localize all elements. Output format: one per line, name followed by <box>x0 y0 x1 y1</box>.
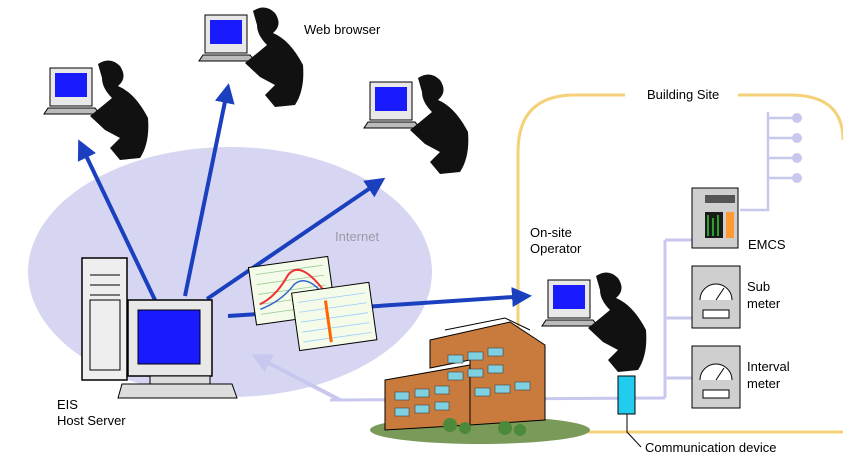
eis-label-1: EIS <box>57 397 78 412</box>
web-user-1 <box>43 60 149 160</box>
sensor-dot <box>792 113 802 123</box>
web-user-2 <box>198 7 304 108</box>
arrow-to-browser-1 <box>77 139 157 301</box>
building-site-label: Building Site <box>643 87 724 103</box>
data-return-arrow <box>251 354 341 402</box>
building-illustration <box>370 317 590 444</box>
emcs-panel <box>691 187 739 249</box>
onsite-operator-figure <box>541 272 647 372</box>
eis-host-server <box>81 257 238 399</box>
web-user-3 <box>363 74 469 174</box>
onsite-operator-label-1: On-site <box>530 225 572 240</box>
communication-device-label: Communication device <box>645 440 777 455</box>
interval-meter-icon <box>691 345 741 409</box>
sensor-dot <box>792 153 802 163</box>
interval-meter-label-2: meter <box>747 376 781 391</box>
report-charts-icon <box>247 255 378 352</box>
sub-meter-label-1: Sub <box>747 279 771 294</box>
onsite-operator-label-2: Operator <box>530 241 582 256</box>
communication-device-icon <box>617 375 636 415</box>
interval-meter-label-1: Interval <box>747 359 790 374</box>
internet-label: Internet <box>335 229 380 244</box>
sensor-tree <box>740 112 797 212</box>
emcs-label: EMCS <box>748 237 786 252</box>
sensor-dot <box>792 173 802 183</box>
web-browser-label: Web browser <box>304 22 381 37</box>
sub-meter-icon <box>691 265 741 329</box>
sensor-points <box>792 113 802 183</box>
arrow-to-browser-2 <box>183 83 235 297</box>
arrow-to-browser-3 <box>205 177 386 301</box>
communication-device-callout <box>626 414 642 448</box>
sub-meter-label-2: meter <box>747 296 781 311</box>
eis-label-2: Host Server <box>57 413 126 428</box>
sensor-dot <box>792 133 802 143</box>
building-site-boundary <box>516 93 843 434</box>
